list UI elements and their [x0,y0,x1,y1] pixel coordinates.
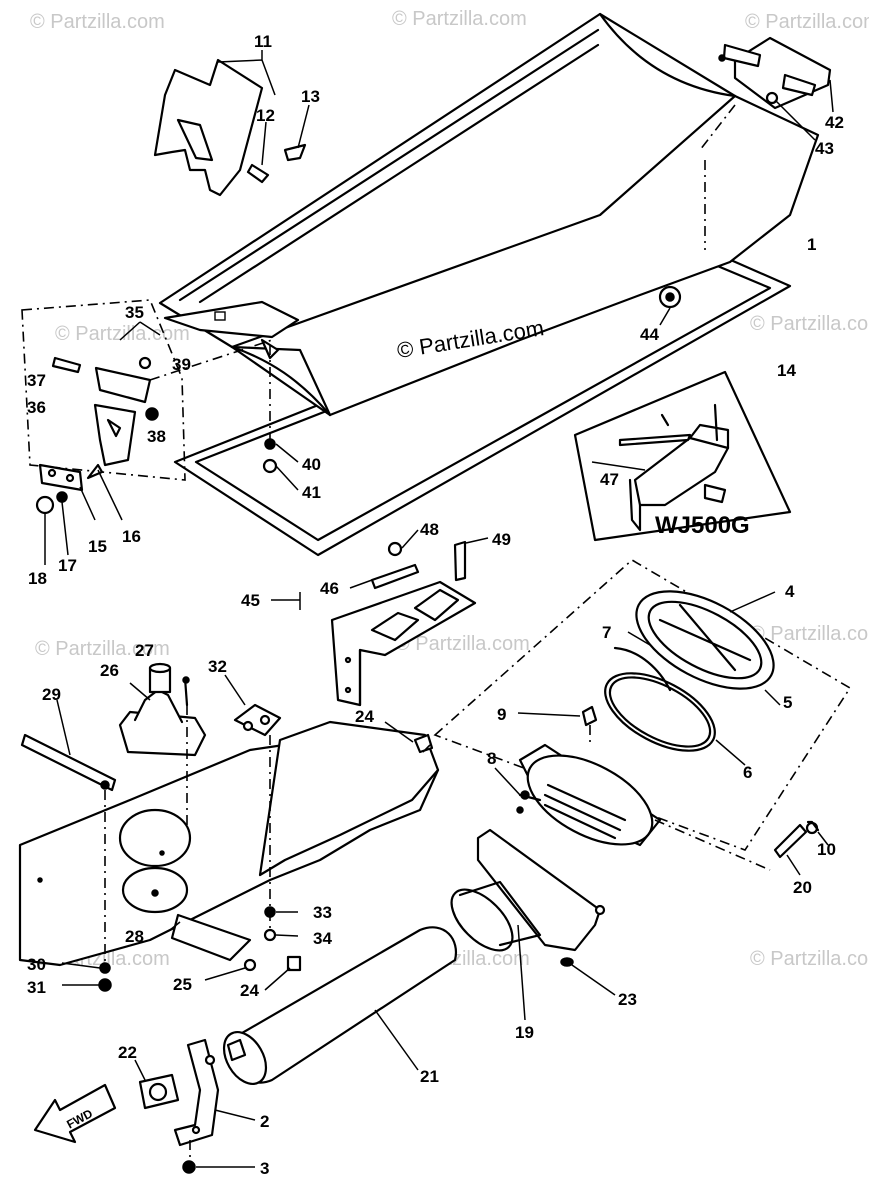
callout-10: 10 [817,840,836,859]
callout-33: 33 [313,903,332,922]
callout-30: 30 [27,955,46,974]
part-45-49-bracket [271,529,489,707]
part-29-bracket [20,699,117,992]
callout-2: 2 [260,1112,269,1131]
callout-6: 6 [743,763,752,782]
callout-4: 4 [785,582,795,601]
part-11-13-bracket [153,50,310,197]
nozzle-8-9 [494,705,662,847]
callout-19: 19 [515,1023,534,1042]
callout-26: 26 [100,661,119,680]
callout-14: 14 [777,361,796,380]
watermark: © Partzilla.com [745,11,869,33]
watermark: © Partzilla.com [395,633,530,655]
callout-46: 46 [320,579,339,598]
callouts: 1 2 3 4 5 6 7 8 9 10 11 12 13 14 15 16 1… [27,32,844,1178]
part-32-connector [224,674,299,942]
callout-15: 15 [88,537,107,556]
part-26-bellows [118,662,207,757]
callout-20: 20 [793,878,812,897]
callout-44: 44 [640,325,659,344]
callout-24a: 24 [355,707,374,726]
callout-1: 1 [807,235,816,254]
callout-39: 39 [172,355,191,374]
callout-27: 27 [135,641,154,660]
watermark: © Partzilla.com [750,623,869,645]
callout-5: 5 [783,693,792,712]
callout-12: 12 [256,106,275,125]
part-44-knob [658,285,682,326]
forward-arrow: FWD [33,1083,117,1144]
callout-13: 13 [301,87,320,106]
watermark: © Partzilla.com [35,638,170,660]
callout-9: 9 [497,705,506,724]
callout-22: 22 [118,1043,137,1062]
callout-37: 37 [27,371,46,390]
callout-16: 16 [122,527,141,546]
part-27-screw [182,676,190,830]
part-23-grommet [560,957,616,996]
callout-28: 28 [125,927,144,946]
callout-35: 35 [125,303,144,322]
callout-34: 34 [313,929,332,948]
callout-25: 25 [173,975,192,994]
callout-3: 3 [260,1159,269,1178]
watermark: © Partzilla.com [55,323,190,345]
callout-45: 45 [241,591,260,610]
part-1-hood [158,12,820,417]
callout-43: 43 [815,139,834,158]
callout-32: 32 [208,657,227,676]
part-19-outlet [450,828,606,1021]
variant-label: WJ500G [655,512,750,539]
callout-42: 42 [825,113,844,132]
watermark: © Partzilla.com [30,11,165,33]
callout-24b: 24 [240,981,259,1000]
part-40-41-bolt [262,345,299,491]
hinge-group-35-39 [21,299,273,481]
hinge-parts-15-18 [35,463,123,565]
callout-36: 36 [27,398,46,417]
base-plate [18,720,440,967]
watermark: © Partzilla.com [392,8,527,30]
callout-17: 17 [58,556,77,575]
callout-40: 40 [302,455,321,474]
callout-48: 48 [420,520,439,539]
part-22-flange [134,1059,180,1110]
callout-18: 18 [28,569,47,588]
wj500g-inset [573,370,792,542]
callout-7: 7 [602,623,611,642]
callout-29: 29 [42,685,61,704]
callout-41: 41 [302,483,321,502]
watermark: © Partzilla.com [750,313,869,335]
callout-8: 8 [487,749,496,768]
callout-49: 49 [492,530,511,549]
callout-11: 11 [254,32,272,51]
callout-23: 23 [618,990,637,1009]
callout-21: 21 [420,1067,439,1086]
watermark: © Partzilla.com [750,948,869,970]
part-25-24-lower [169,913,302,991]
callout-31: 31 [27,978,46,997]
jet-pump-group-4-10 [433,559,852,851]
guide-lines [419,744,771,871]
callout-38: 38 [147,427,166,446]
part-2-bracket [173,1038,256,1174]
part-21-muffler [222,926,458,1085]
part-20-10-pin [773,820,829,876]
callout-47: 47 [600,470,619,489]
part-42-43-stud-plate [718,36,834,141]
